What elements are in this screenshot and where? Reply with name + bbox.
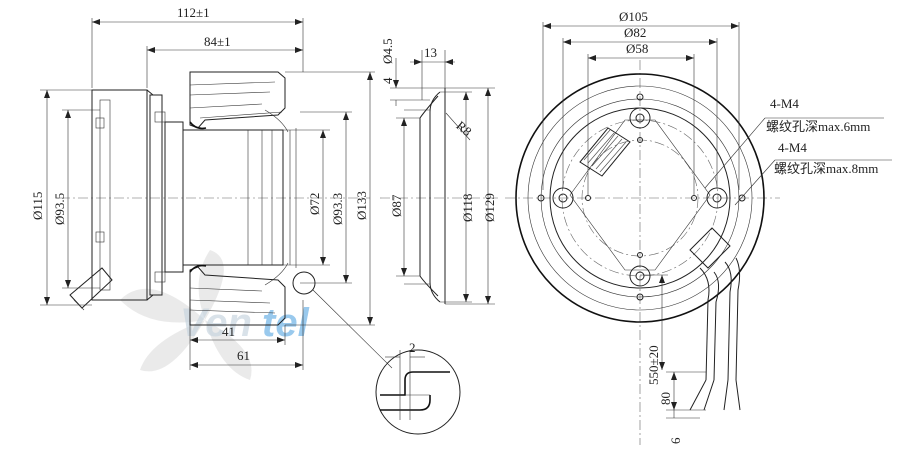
dim-6: 6 <box>668 437 683 444</box>
detail-view: 2 <box>375 340 461 435</box>
cable-exit <box>689 227 741 411</box>
dim-72: Ø72 <box>307 193 322 215</box>
dim-118: Ø118 <box>460 194 475 222</box>
dim-r8: R8 <box>453 118 474 139</box>
dim-82: Ø82 <box>624 25 646 40</box>
watermark-text-b: tel <box>262 301 310 345</box>
dim-105: Ø105 <box>619 9 648 24</box>
dim-61: 61 <box>237 348 250 363</box>
watermark-fan-icon <box>120 250 252 380</box>
front-view: Ø105 Ø82 Ø58 4-M4 螺纹孔深max.6mm 4-M4 螺纹孔深m… <box>505 9 892 445</box>
side-view: 112±1 84±1 Ø115 Ø93.5 Ø72 Ø93. <box>30 5 393 370</box>
dim-112: 112±1 <box>177 5 210 20</box>
dim-41: 41 <box>222 324 235 339</box>
note-m4-b-title: 4-M4 <box>778 140 807 155</box>
dim-13: 13 <box>424 45 437 60</box>
dim-58: Ø58 <box>626 41 648 56</box>
inlet-ring-view: R8 13 Ø4.5 4 Ø87 Ø118 <box>380 38 500 305</box>
note-m4-a-title: 4-M4 <box>770 96 799 111</box>
vent-grille <box>579 127 631 177</box>
note-m4-b-text: 螺纹孔深max.8mm <box>774 161 878 176</box>
dim-80: 80 <box>658 392 673 405</box>
watermark-text-a: Ven <box>180 301 252 345</box>
dim-4-5: Ø4.5 <box>380 38 395 64</box>
dim-133: Ø133 <box>354 191 369 220</box>
note-m4-a-text: 螺纹孔深max.6mm <box>766 119 870 134</box>
dim-93-3: Ø93.3 <box>330 193 345 225</box>
dim-115: Ø115 <box>30 192 45 220</box>
dim-87: Ø87 <box>389 194 404 217</box>
dim-84: 84±1 <box>204 34 231 49</box>
dim-129: Ø129 <box>482 193 497 222</box>
mount-hole-top <box>629 107 651 129</box>
dim-4: 4 <box>380 77 395 84</box>
watermark: Ven tel <box>120 250 310 380</box>
dim-550: 550±20 <box>646 345 661 385</box>
dim-93-5: Ø93.5 <box>52 193 67 225</box>
mount-hole-bottom <box>629 265 651 287</box>
dim-2: 2 <box>409 340 416 355</box>
